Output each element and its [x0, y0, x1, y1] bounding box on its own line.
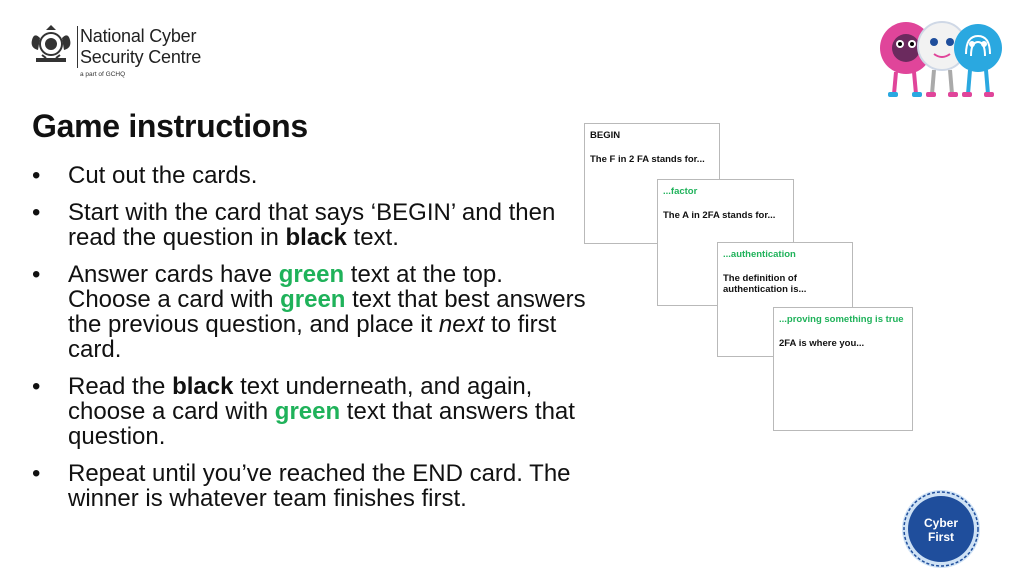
- card-question: The definition of authentication is...: [723, 272, 807, 296]
- card-question: The F in 2 FA stands for...: [590, 153, 705, 165]
- logo-line1: National Cyber: [80, 26, 197, 46]
- badge-line1: Cyber: [924, 516, 958, 530]
- card-question: The A in 2FA stands for...: [663, 209, 776, 221]
- instruction-item-3: • Answer cards have green text at the to…: [32, 262, 592, 362]
- example-card-proving: ...proving something is true 2FA is wher…: [773, 307, 913, 431]
- instruction-text: text that best answers the previous ques…: [68, 286, 586, 338]
- bullet: •: [32, 261, 41, 288]
- instruction-text: text that answers that question.: [68, 398, 575, 450]
- instruction-text: text.: [346, 224, 399, 251]
- cyber-first-logo: Cyber First: [902, 490, 980, 568]
- instruction-text: Repeat until you’ve reached the END card…: [68, 460, 571, 512]
- bullet: •: [32, 373, 41, 400]
- cyber-characters-illustration: [880, 21, 1002, 97]
- logo-divider: [77, 26, 78, 68]
- instruction-text: text at the top. Choose a card with: [68, 261, 503, 313]
- page-title: Game instructions: [32, 108, 308, 144]
- emphasis-italic: next: [438, 311, 485, 338]
- emphasis-green: green: [278, 261, 345, 288]
- emphasis-green: green: [274, 398, 341, 425]
- logo-line2: Security Centre: [80, 47, 202, 67]
- instruction-text: Start with the card that says ‘BEGIN’ an…: [68, 199, 556, 251]
- instruction-item-1: • Cut out the cards.: [32, 163, 592, 188]
- card-question: 2FA is where you...: [779, 337, 865, 349]
- instruction-item-5: • Repeat until you’ve reached the END ca…: [32, 461, 592, 511]
- bullet: •: [32, 162, 41, 189]
- instruction-text: Cut out the cards.: [68, 162, 258, 189]
- royal-crest-icon: [31, 25, 71, 62]
- instruction-item-4: • Read the black text underneath, and ag…: [32, 374, 592, 449]
- emphasis-black: black: [172, 373, 234, 400]
- instruction-text: Read the: [68, 373, 173, 400]
- card-answer: ...factor: [663, 186, 698, 197]
- emphasis-black: black: [285, 224, 347, 251]
- bullet: •: [32, 460, 41, 487]
- badge-line2: First: [928, 530, 954, 544]
- card-header: BEGIN: [590, 130, 621, 141]
- instruction-text: Answer cards have: [68, 261, 279, 288]
- instruction-text: to first card.: [68, 311, 557, 363]
- card-answer: ...proving something is true: [779, 314, 904, 325]
- emphasis-green: green: [280, 286, 346, 313]
- instruction-list: • Cut out the cards. • Start with the ca…: [32, 163, 592, 523]
- instruction-item-2: • Start with the card that says ‘BEGIN’ …: [32, 200, 592, 250]
- instruction-text: text underneath, and again, choose a car…: [68, 373, 533, 425]
- ncsc-logo-text: National Cyber Security Centre: [80, 26, 201, 68]
- card-answer: ...authentication: [723, 249, 796, 260]
- logo-subtitle: a part of GCHQ: [80, 71, 126, 78]
- bullet: •: [32, 199, 41, 226]
